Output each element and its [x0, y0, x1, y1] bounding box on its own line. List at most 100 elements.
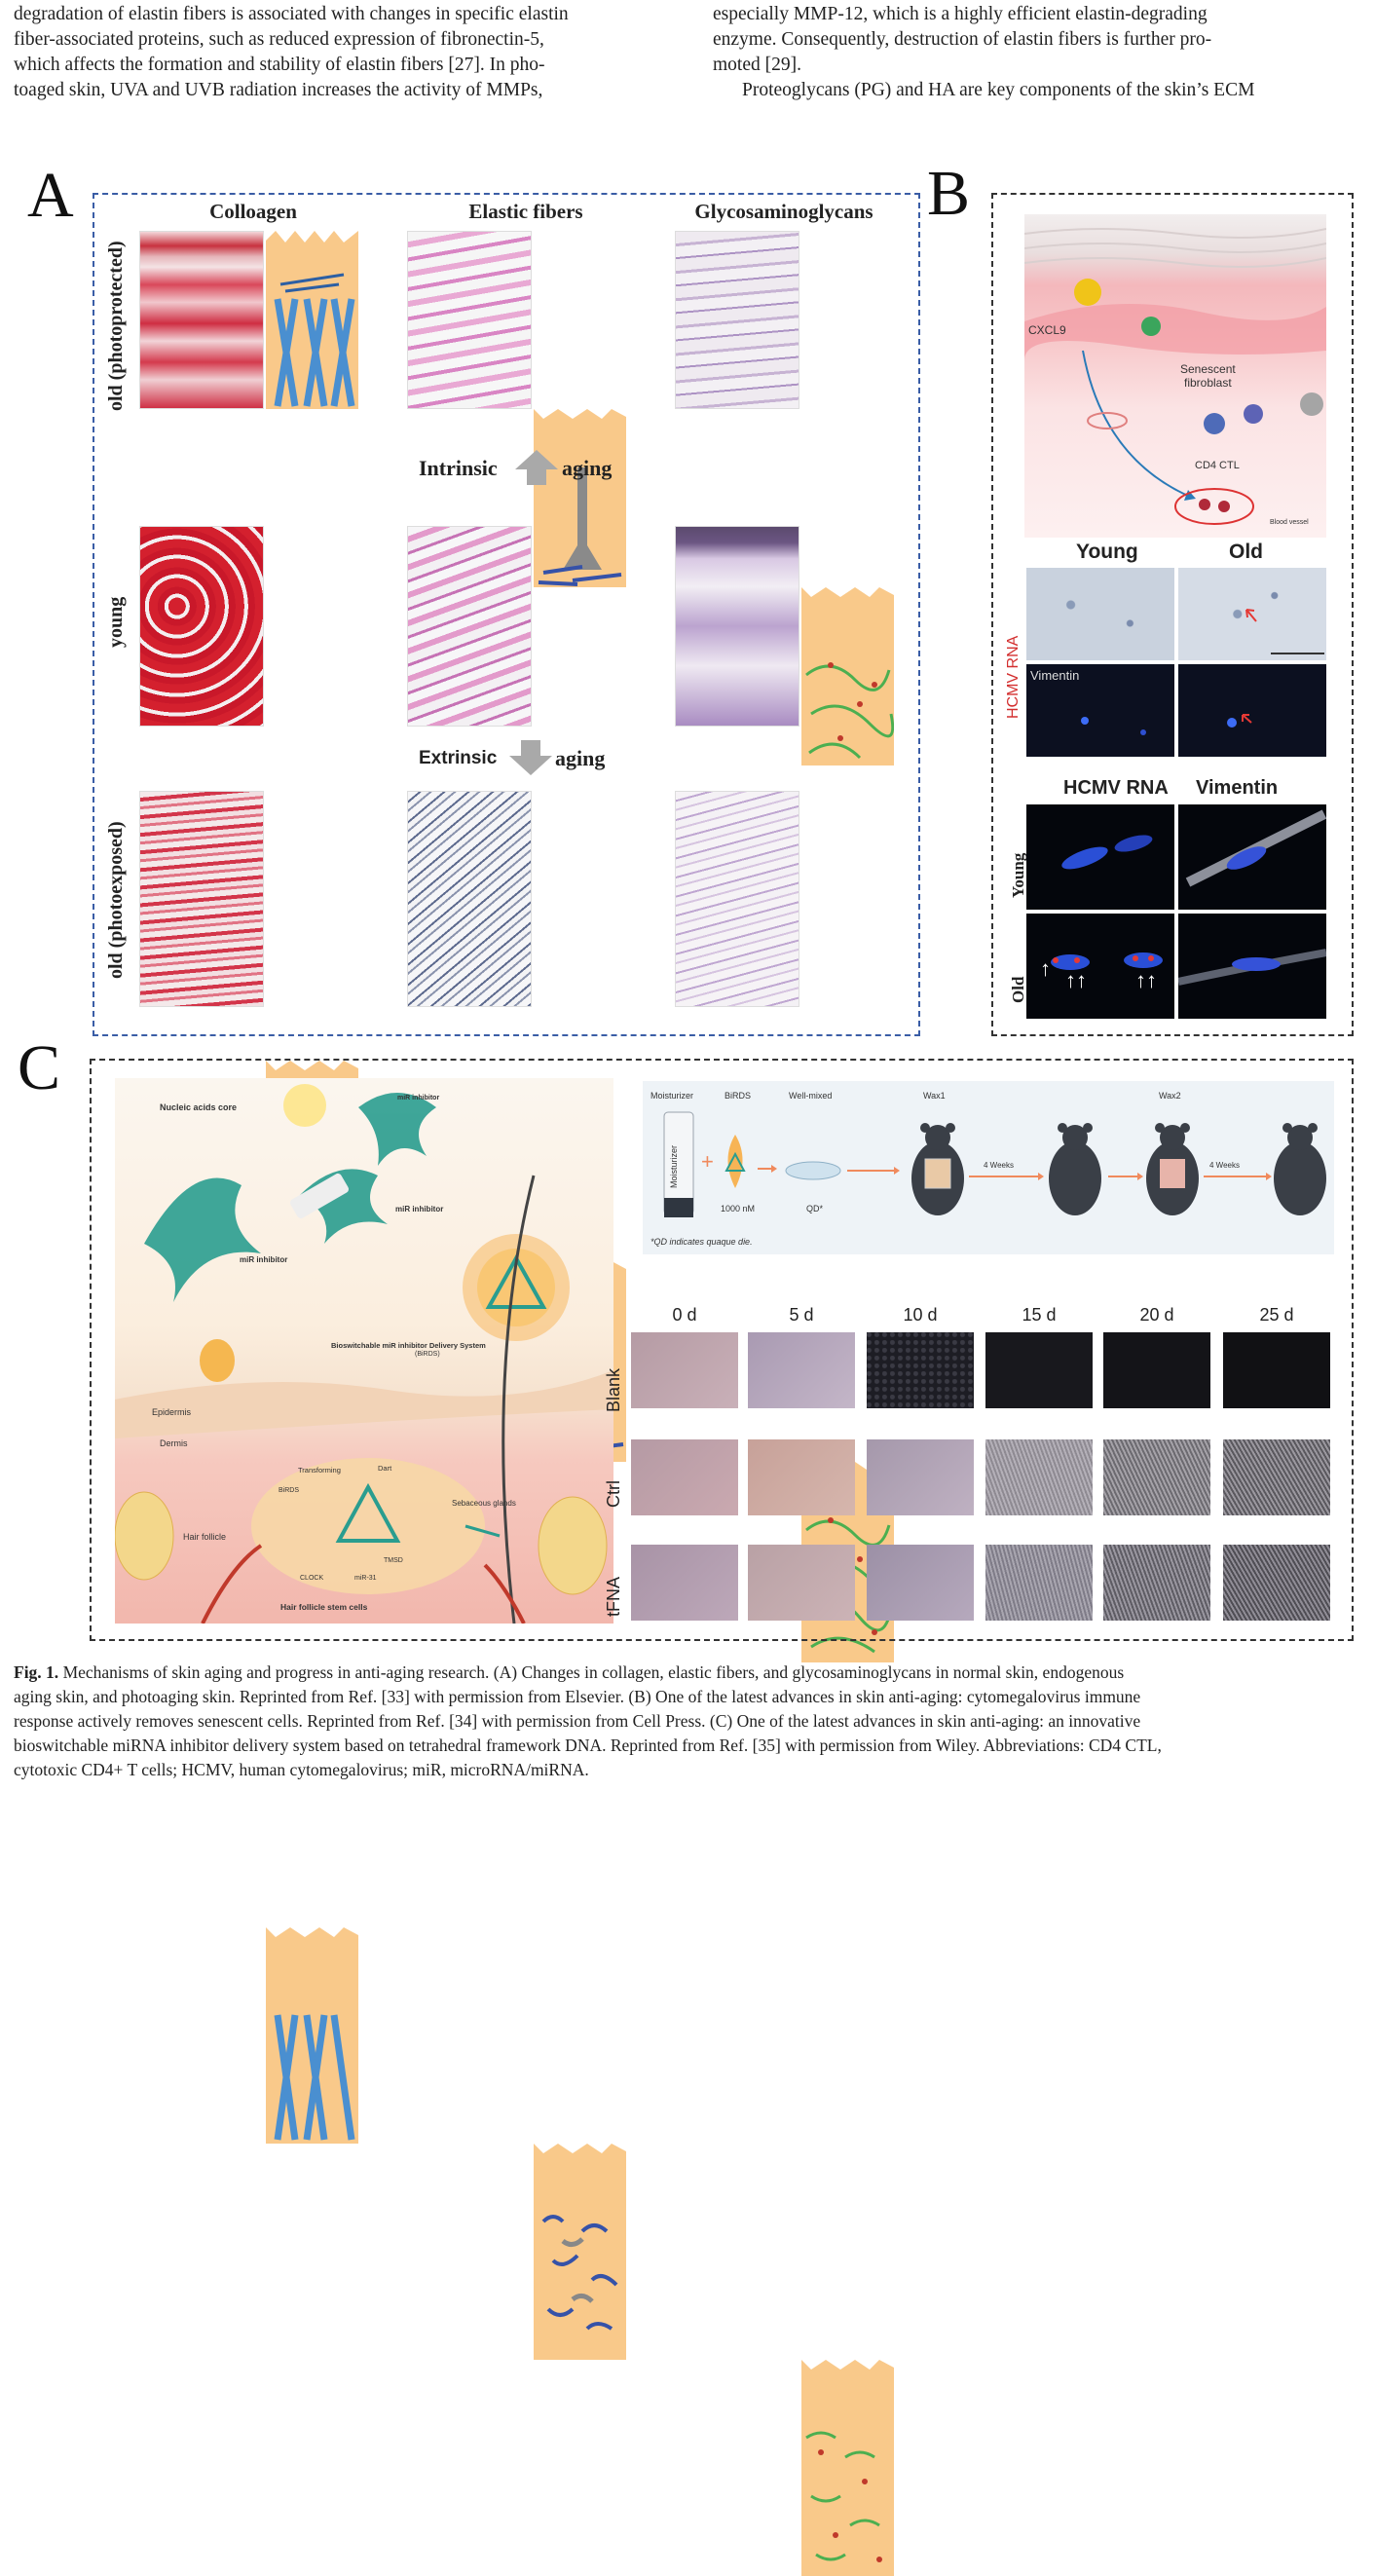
histology-collagen-old-exposed [139, 791, 264, 1007]
header-vimentin: Vimentin [1196, 777, 1279, 799]
panel-b-frame [991, 193, 1354, 1036]
skin-photo [1223, 1332, 1330, 1408]
blood-vessel-label: Blood vessel [1270, 519, 1309, 526]
figure-caption: Fig. 1. Mechanisms of skin aging and pro… [14, 1661, 1361, 1782]
protocol-4-weeks-1: 4 Weeks [984, 1161, 1014, 1170]
caption-line: cytotoxic CD4+ T cells; HCMV, human cyto… [14, 1760, 589, 1779]
ish-old-image [1178, 568, 1326, 660]
caption-line: response actively removes senescent cell… [14, 1711, 1141, 1731]
label-sebaceous: Sebaceous glands [452, 1499, 516, 1508]
intrinsic-aging-label-left: Intrinsic [419, 456, 498, 480]
day-label: 25 d [1259, 1305, 1294, 1325]
protocol-birds: BiRDS [725, 1091, 752, 1101]
skin-photo [985, 1439, 1093, 1515]
if-young-vimentin [1178, 804, 1327, 910]
protocol-moisturizer: Moisturizer [650, 1091, 694, 1101]
panel-a-letter: A [27, 160, 74, 231]
schematic-collagen-old-exposed [266, 1927, 358, 2144]
label-transforming: Transforming [298, 1466, 341, 1475]
cxcl9-label: CXCL9 [1028, 323, 1066, 337]
panel-a-frame [93, 193, 920, 1036]
label-mir-inhibitor-1: miR inhibitor [397, 1095, 440, 1101]
column-header-glycosaminoglycans: Glycosaminoglycans [694, 200, 873, 223]
body-text-left-column: degradation of elastin fibers is associa… [14, 2, 658, 103]
label-nucleic-core: Nucleic acids core [160, 1102, 238, 1112]
schematic-gag-old-protected [801, 587, 894, 765]
body-line: moted [29]. [713, 55, 801, 75]
body-line: especially MMP-12, which is a highly eff… [713, 4, 1208, 24]
column-header-elastic-fibers: Elastic fibers [468, 200, 583, 223]
skin-photo [867, 1332, 974, 1408]
label-birds-system: Bioswitchable miR inhibitor Delivery Sys… [331, 1341, 486, 1350]
schematic-elastic-old-exposed [534, 2144, 626, 2360]
caption-line: aging skin, and photoaging skin. Reprint… [14, 1687, 1141, 1706]
label-stem-cells: Hair follicle stem cells [280, 1602, 368, 1612]
caption-line: Fig. 1. Mechanisms of skin aging and pro… [14, 1661, 1361, 1685]
day-label: 0 d [672, 1305, 697, 1325]
row-label-old-photoexposed: old (photoexposed) [105, 821, 127, 979]
label-mir31: miR-31 [354, 1575, 377, 1582]
histology-collagen-young [139, 526, 264, 727]
label-tmsd: TMSD [384, 1557, 403, 1564]
label-young: Young [1076, 541, 1138, 563]
treatment-protocol: + Moisturizer BiRDS Well-mixed Wax1 Wax2… [643, 1081, 1334, 1254]
skin-photo [985, 1545, 1093, 1621]
body-line: fiber-associated proteins, such as reduc… [14, 29, 544, 50]
histology-elastic-young [407, 526, 532, 727]
skin-photo [1223, 1439, 1330, 1515]
label-mir-inhibitor-2: miR inhibitor [395, 1205, 444, 1213]
label-epidermis: Epidermis [152, 1407, 192, 1417]
histology-gag-old-exposed [675, 791, 799, 1007]
day-label: 5 d [789, 1305, 814, 1325]
histology-gag-old-protected [675, 231, 799, 409]
header-hcmv-rna: HCMV RNA [1063, 777, 1169, 799]
vimentin-old-image [1178, 664, 1326, 757]
histology-elastic-old-exposed [407, 791, 532, 1007]
vimentin-label: Vimentin [1030, 668, 1080, 683]
if-old-hcmv: ↑ ↑↑ ↑↑ [1026, 914, 1174, 1019]
protocol-footnote: *QD indicates quaque die. [650, 1237, 753, 1247]
skin-photo [1223, 1545, 1330, 1621]
fibroblast-label: fibroblast [1184, 376, 1232, 390]
vimentin-young-image: Vimentin [1026, 664, 1174, 757]
skin-photo [748, 1545, 855, 1621]
cd4-ctl-label: CD4 CTL [1195, 460, 1240, 471]
if-young-hcmv [1026, 804, 1174, 910]
protocol-4-weeks-2: 4 Weeks [1209, 1161, 1240, 1170]
row-label-young: young [105, 596, 127, 648]
caption-figure-label: Fig. 1. [14, 1662, 59, 1682]
column-header-collagen: Colloagen [209, 200, 297, 223]
row-label-young-b: Young [1009, 852, 1027, 898]
if-old-vimentin [1177, 914, 1327, 1019]
panel-c-frame [90, 1059, 1354, 1641]
skin-photo [631, 1332, 738, 1408]
skin-photo [985, 1332, 1093, 1408]
skin-photo [867, 1439, 974, 1515]
protocol-wax1: Wax1 [923, 1091, 946, 1101]
schematic-gag-old-exposed [801, 2360, 894, 2576]
skin-photo [631, 1439, 738, 1515]
body-line: enzyme. Consequently, destruction of ela… [713, 29, 1212, 50]
histology-collagen-old-protected [139, 231, 264, 409]
panel-c-letter: C [18, 1032, 61, 1103]
row-label-old-photoprotected: old (photoprotected) [105, 241, 127, 411]
up-arrow-icon: ↑↑ [1065, 968, 1087, 992]
hcmv-rna-side-label: HCMV RNA [1005, 635, 1022, 719]
protocol-wellmixed: Well-mixed [789, 1091, 833, 1101]
svg-text:+: + [701, 1149, 714, 1174]
caption-text: Mechanisms of skin aging and progress in… [58, 1662, 1125, 1682]
day-label: 20 d [1139, 1305, 1174, 1325]
skin-photo [867, 1545, 974, 1621]
down-arrow-icon [509, 740, 552, 775]
label-birds-abbr: (BiRDS) [415, 1351, 440, 1358]
skin-photo [748, 1332, 855, 1408]
up-arrow-icon: ↑ [1040, 956, 1051, 981]
skin-photo [1103, 1332, 1210, 1408]
up-arrow-icon [515, 450, 558, 485]
protocol-wax2: Wax2 [1159, 1091, 1181, 1101]
condition-label-ctrl: Ctrl [604, 1480, 623, 1508]
senescent-label: Senescent [1180, 362, 1236, 376]
schematic-elastic-old-protected [534, 409, 626, 587]
panel-b-skin-schematic: CXCL9 Senescent fibroblast CD4 CTL Blood… [1024, 214, 1326, 538]
label-old: Old [1229, 541, 1263, 563]
